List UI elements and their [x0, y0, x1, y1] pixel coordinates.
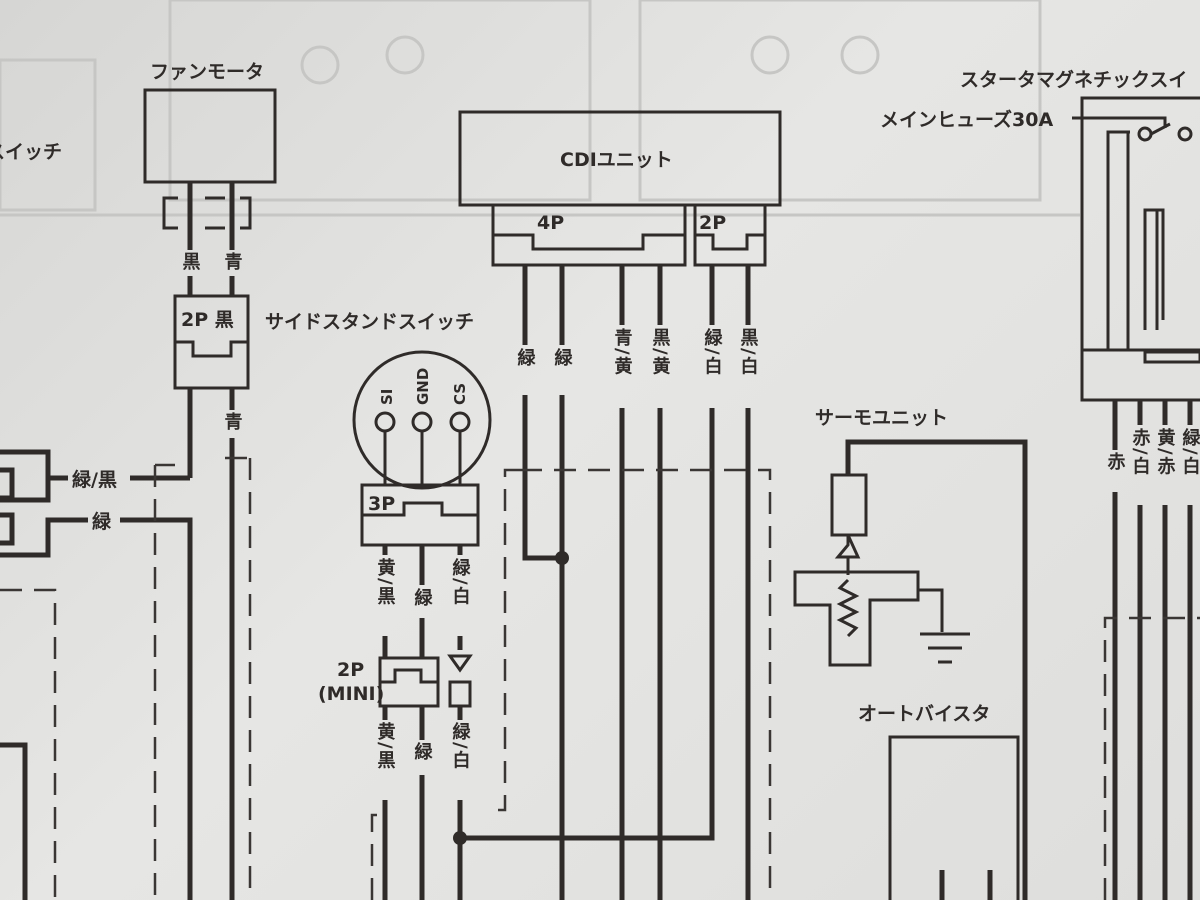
wire-label-green-black: 緑/黒 [72, 468, 117, 491]
ss-wire-label: 緑 [412, 741, 433, 762]
wire-label-fan-blue: 青 [222, 252, 243, 272]
fan-motor: ファンモータ 黒 青 [143, 61, 277, 296]
left-harness: 緑/黒 緑 [0, 449, 252, 900]
starter-wire-label: 黄/赤 [1155, 427, 1176, 477]
cdi-wire-label: 緑/白 [702, 327, 723, 377]
pin-si-label: SI [378, 389, 396, 405]
thermo-unit-label: サーモユニット [815, 407, 948, 429]
thermo-unit: サーモユニット [793, 407, 1028, 900]
starter-wire-label: 緑/白 [1180, 427, 1200, 477]
background-ghost-grid [0, 0, 1080, 217]
ss-3p-label: 3P [368, 493, 395, 515]
wire-label-green: 緑 [92, 510, 112, 533]
cdi-wire-label: 黒/黄 [650, 328, 671, 377]
cdi-wire-label: 緑 [515, 347, 536, 368]
ss-wire-label: 緑/白 [450, 721, 471, 771]
mini-2p-label: 2P [337, 659, 364, 681]
cdi-wire-label: 青/黄 [612, 328, 633, 377]
cdi-wire-label: 緑 [552, 347, 573, 368]
junction-dot [555, 551, 569, 565]
mini-tag-label: (MINI) [318, 683, 384, 705]
fan-2p-connector: 2P 黒 青 [130, 294, 250, 900]
wire-label-fan-black: 黒 [180, 252, 201, 272]
fan-motor-label: ファンモータ [150, 61, 264, 83]
pin-cs-label: CS [451, 383, 469, 405]
pin-gnd-label: GND [414, 368, 432, 405]
ss-wire-label: 緑/白 [450, 557, 471, 607]
starter-wire-label: 赤/白 [1130, 428, 1151, 477]
side-stand-switch: サイドスタンドスイッチ SI GND CS 3P 黄/黒 緑 緑/白 2P (M… [265, 311, 492, 900]
ss-wire-label: 緑 [412, 587, 433, 608]
cdi-4p-label: 4P [537, 212, 564, 234]
ss-wire-label: 黄/黒 [375, 721, 396, 771]
starter-switch-label: スタータマグネチックスイ [960, 68, 1187, 91]
cdi-wire-label: 黒/白 [738, 328, 759, 377]
ss-wire-label: 黄/黒 [375, 557, 396, 607]
auto-bystarter-label: オートバイスタ [858, 703, 990, 725]
cdi-2p-label: 2P [699, 212, 726, 234]
main-fuse-label: メインヒューズ30A [880, 108, 1053, 131]
cdi-unit-label: CDIユニット [560, 149, 673, 171]
cdi-unit: CDIユニット 4P 2P 緑 緑 青/黄 黒/黄 緑/白 黒/白 [453, 110, 782, 900]
starter-wire-label: 赤 [1105, 452, 1126, 472]
fan-2p-label: 2P 黒 [181, 309, 234, 331]
auto-bystarter: オートバイスタ [858, 703, 1020, 900]
left-switch-label: スイッチ [0, 141, 62, 163]
wire-label-fan-blue-lower: 青 [222, 412, 243, 432]
starter-magnetic-switch: スタータマグネチックスイ メインヒューズ30A 赤 赤/白 黄/赤 緑/白 [880, 68, 1200, 900]
side-stand-switch-label: サイドスタンドスイッチ [265, 311, 474, 333]
